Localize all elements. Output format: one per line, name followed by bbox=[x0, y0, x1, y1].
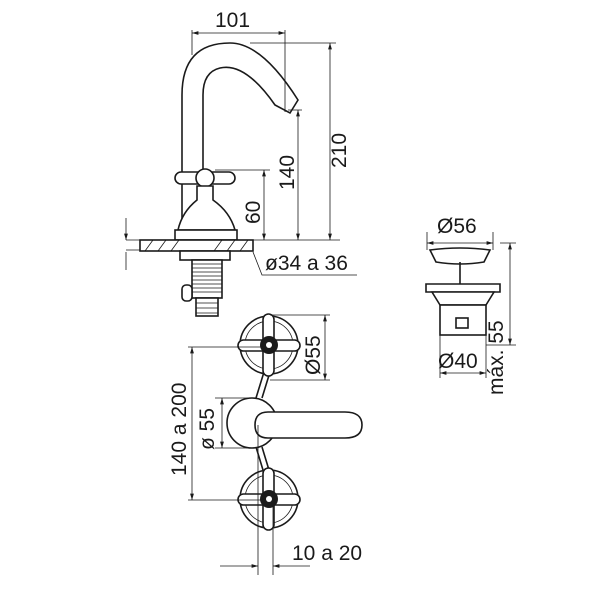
reach-dimension: 101 bbox=[215, 9, 250, 32]
spout-outline bbox=[181, 42, 299, 235]
deck-plate bbox=[139, 239, 254, 252]
cross-handle bbox=[174, 168, 238, 241]
threaded-shank bbox=[179, 250, 231, 317]
center-distance-dimension: 140 a 200 bbox=[168, 383, 191, 476]
total-height-dimension: 210 bbox=[328, 133, 351, 168]
drain-body-diameter: Ø40 bbox=[438, 350, 478, 373]
offset-dimension: 10 a 20 bbox=[292, 542, 362, 565]
spout-lever bbox=[226, 397, 363, 449]
side-view-faucet: 101 210 140 60 ø34 a 36 bbox=[124, 9, 357, 317]
spout-base-diameter-dimension: ø 55 bbox=[196, 408, 219, 450]
drain-valve: Ø56 Ø40 máx. 55 bbox=[425, 215, 516, 395]
rosette-diameter-dimension: Ø55 bbox=[302, 335, 325, 375]
handle-height-dimension: 60 bbox=[242, 201, 265, 224]
front-view-faucet: 140 a 200 ø 55 Ø55 10 a 20 bbox=[168, 313, 363, 575]
bottom-cross-handle bbox=[237, 467, 301, 531]
hole-diameter-dimension: ø34 a 36 bbox=[265, 252, 348, 275]
drain-max-depth: máx. 55 bbox=[485, 320, 508, 395]
top-cross-handle bbox=[237, 313, 301, 377]
spout-height-dimension: 140 bbox=[276, 155, 299, 190]
drain-head-diameter: Ø56 bbox=[437, 215, 477, 238]
